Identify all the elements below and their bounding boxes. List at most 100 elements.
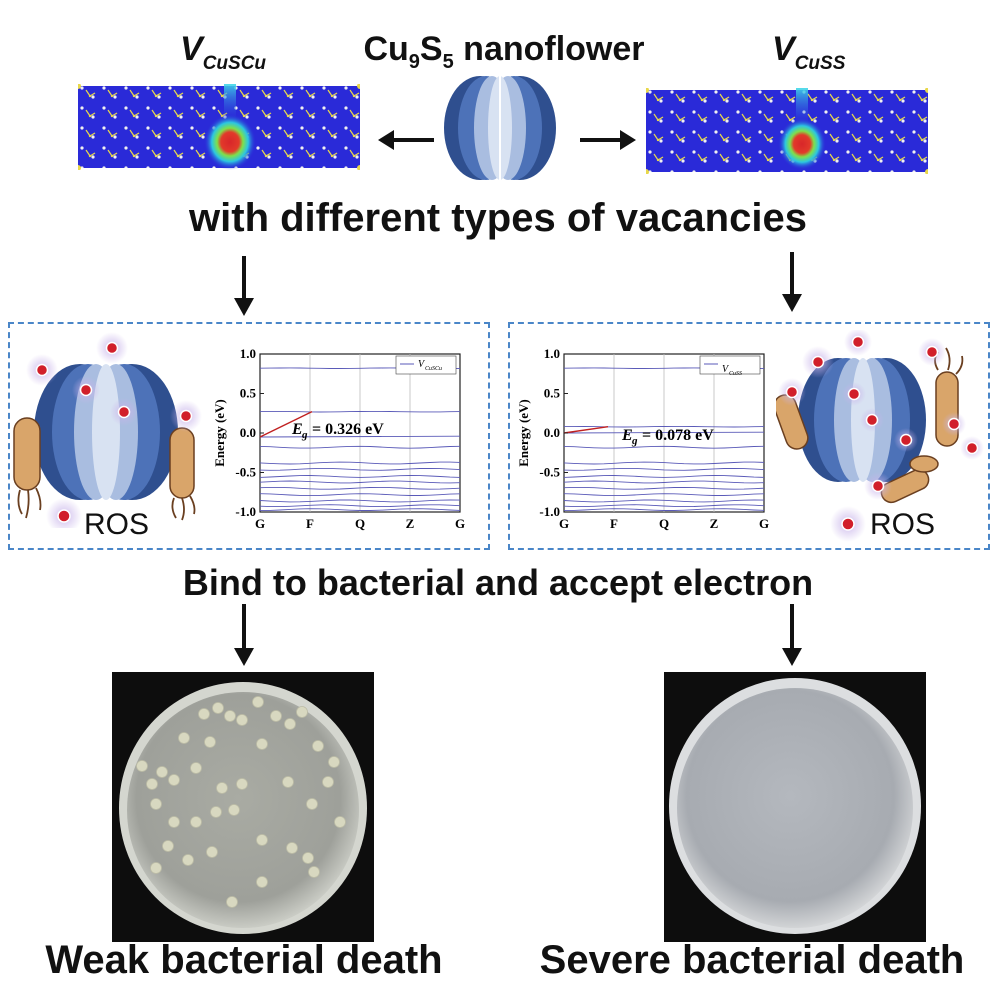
arrow-down-icon [234, 604, 254, 666]
colony [236, 714, 248, 726]
colony [224, 710, 236, 722]
gap-symbol: E [621, 427, 633, 444]
colony [256, 876, 268, 888]
band-line [259, 475, 461, 478]
colony [334, 816, 346, 828]
colony [156, 766, 168, 778]
colony [286, 842, 298, 854]
colony [236, 778, 248, 790]
band-line [563, 504, 765, 508]
x-tick-label: Z [406, 516, 415, 531]
colony [168, 816, 180, 828]
band-line [563, 493, 765, 497]
bacterial-colonies [136, 696, 346, 908]
colony [150, 862, 162, 874]
band-lines [563, 354, 765, 512]
colony [162, 840, 174, 852]
colony [190, 762, 202, 774]
petri-dish-severe [669, 678, 921, 934]
nanoflower-illustration [444, 76, 556, 180]
colony [136, 760, 148, 772]
y-tick-label: 0.5 [544, 386, 561, 401]
colony [182, 854, 194, 866]
arrow-right-icon [580, 130, 636, 150]
x-tick-label: F [610, 516, 618, 531]
y-tick-label: 0.0 [240, 425, 256, 440]
x-tick-label: Q [659, 516, 669, 531]
colony [168, 774, 180, 786]
legend-subscript: CuSS [729, 371, 742, 377]
gap-symbol: E [291, 421, 303, 438]
band-line [563, 499, 765, 503]
y-tick-label: 0.0 [544, 425, 560, 440]
y-tick-label: -1.0 [539, 504, 560, 519]
colony [328, 756, 340, 768]
band-line [563, 445, 765, 449]
colony [146, 778, 158, 790]
colony [256, 834, 268, 846]
arrow-down-icon [234, 256, 254, 316]
y-tick-label: 1.0 [240, 346, 256, 361]
band-line [259, 493, 461, 497]
band-line [259, 467, 461, 471]
nanoflower-title: Cu9S5 nanoflower [363, 30, 645, 73]
band-lines [259, 354, 461, 512]
legend-box [395, 355, 457, 375]
colony [178, 732, 190, 744]
bind-heading: Bind to bacterial and accept electron [182, 562, 814, 603]
colony [210, 806, 222, 818]
colony [216, 782, 228, 794]
colony [306, 798, 318, 810]
colony [226, 896, 238, 908]
colony [282, 776, 294, 788]
colony [198, 708, 210, 720]
arrow-down-icon [782, 252, 802, 312]
colony [302, 852, 314, 864]
colony [308, 866, 320, 878]
band-line [259, 486, 461, 490]
colony [212, 702, 224, 714]
x-tick-label: G [759, 516, 769, 531]
colony [204, 736, 216, 748]
vacancies-heading: with different types of vacancies [189, 196, 807, 240]
legend-symbol: V [418, 359, 426, 370]
y-tick-label: -0.5 [539, 465, 560, 480]
band-line [563, 467, 765, 471]
y-tick-label: -1.0 [235, 504, 256, 519]
y-tick-label: -0.5 [235, 465, 256, 480]
colony [150, 798, 162, 810]
y-axis-label: Energy (eV) [516, 399, 531, 467]
petri-photo-severe [664, 672, 926, 942]
band-line [259, 445, 461, 449]
band-line [260, 410, 461, 413]
vacancy-label-cuss: VCuSS [772, 30, 846, 74]
vacancy-label-cuscu: VCuSCu [180, 30, 267, 74]
colony [228, 804, 240, 816]
colony [322, 776, 334, 788]
gap-value: = 0.078 eV [642, 427, 714, 444]
panel-cuscu [8, 322, 490, 550]
ros-label-right: ROS [870, 508, 936, 541]
y-tick-label: 0.5 [240, 386, 257, 401]
x-tick-label: Z [710, 516, 719, 531]
x-tick-label: G [455, 516, 465, 531]
gap-subscript: g [301, 429, 308, 441]
band-line [563, 480, 765, 484]
colony [256, 738, 268, 750]
x-tick-label: G [255, 516, 265, 531]
gap-subscript: g [631, 435, 638, 447]
band-line [259, 435, 461, 438]
legend-symbol: V [722, 364, 730, 375]
arrow-left-icon [378, 130, 434, 150]
colony [206, 846, 218, 858]
band-line [259, 480, 461, 484]
x-tick-label: Q [355, 516, 365, 531]
caption-severe: Severe bacterial death [539, 938, 965, 982]
band-line [259, 508, 461, 512]
colony [284, 718, 296, 730]
